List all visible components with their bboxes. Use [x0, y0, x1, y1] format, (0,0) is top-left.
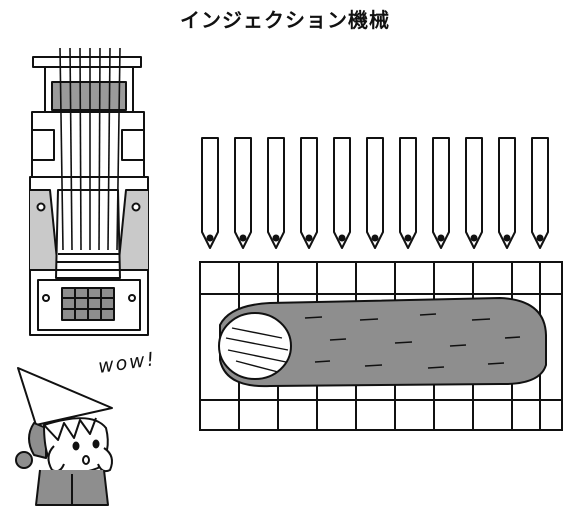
needle-row-icon: [201, 137, 549, 249]
page-title: インジェクション機械: [180, 8, 390, 32]
injection-machine-icon: [29, 47, 149, 336]
person-icon: [15, 367, 113, 506]
meat-tray-icon: [199, 261, 563, 431]
